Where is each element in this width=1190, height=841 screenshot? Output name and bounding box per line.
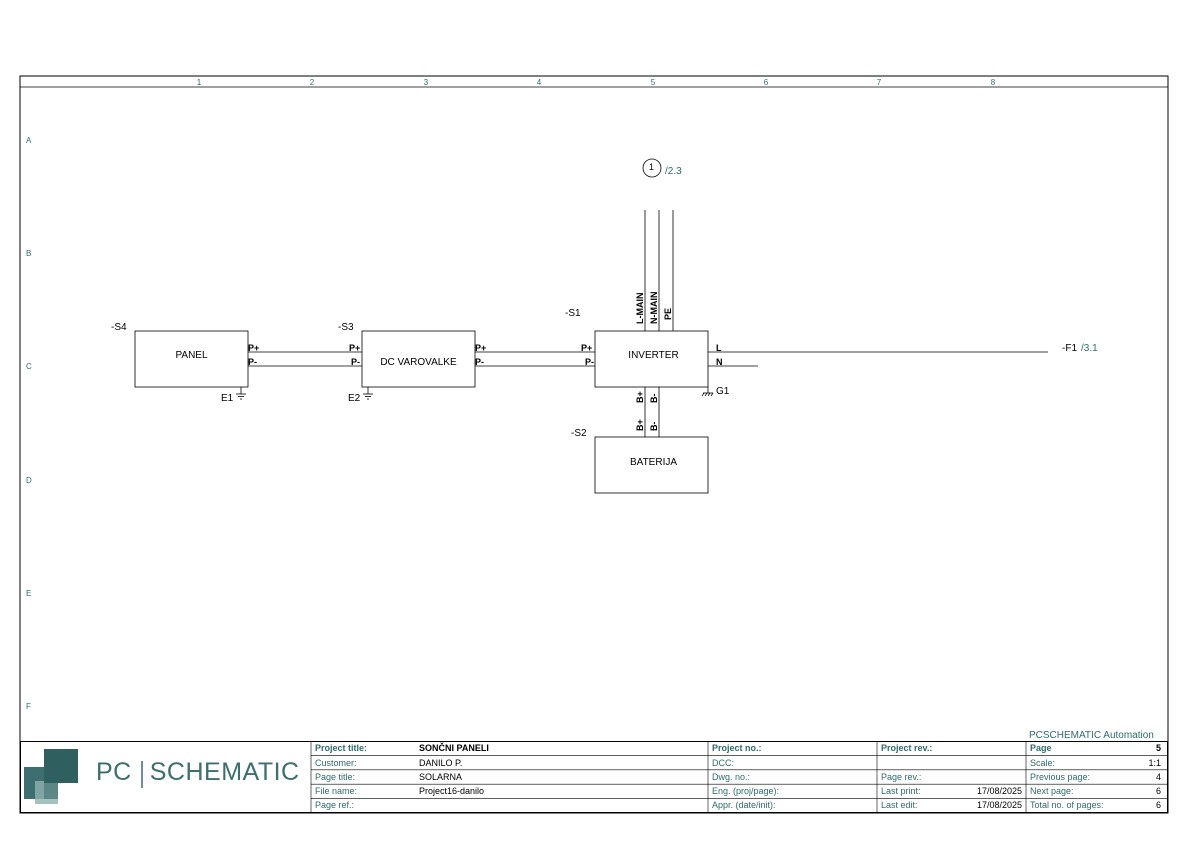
column-number: 6 xyxy=(763,78,769,87)
dwg-no-key: Dwg. no.: xyxy=(712,772,751,782)
column-number: 7 xyxy=(876,78,882,87)
sheet-frame xyxy=(19,75,1169,814)
dc-pin-out-minus: P- xyxy=(475,357,484,367)
ground-symbol-g1 xyxy=(701,387,714,397)
title-block xyxy=(20,741,1168,813)
page-key: Page xyxy=(1030,743,1052,753)
inverter-pin-l-main: L-MAIN xyxy=(635,292,645,325)
inverter-pin-b-minus: B- xyxy=(649,393,659,404)
pc-schematic-logo: PC SCHEMATIC xyxy=(96,760,300,785)
next-page-value[interactable]: 6 xyxy=(1155,786,1161,796)
inverter-pin-b-plus: B+ xyxy=(635,391,645,403)
next-page-key: Next page: xyxy=(1030,786,1074,796)
panel-pin-plus: P+ xyxy=(248,343,260,353)
dc-ref: -S3 xyxy=(338,322,354,333)
row-letter: E xyxy=(26,589,32,598)
inverter-pin-n-main: N-MAIN xyxy=(649,291,659,325)
previous-page-value[interactable]: 4 xyxy=(1155,772,1161,782)
file-name-value: Project16-danilo xyxy=(419,786,485,796)
customer-key: Customer: xyxy=(315,758,357,768)
scale-key: Scale: xyxy=(1030,758,1056,768)
terminal-circle xyxy=(642,158,662,178)
column-number: 1 xyxy=(196,78,202,87)
inverter-pin-l: L xyxy=(716,343,722,353)
column-number: 3 xyxy=(423,78,429,87)
inverter-ref: -S1 xyxy=(565,308,581,319)
panel-ground-label: E1 xyxy=(221,393,234,404)
column-number: 5 xyxy=(650,78,656,87)
breaker-xref[interactable]: /3.1 xyxy=(1081,343,1098,354)
ground-symbol-e1 xyxy=(236,387,246,400)
inverter-pin-n: N xyxy=(716,357,723,367)
project-rev-key: Project rev.: xyxy=(881,743,933,753)
total-pages-key: Total no. of pages: xyxy=(1030,800,1104,810)
column-number: 4 xyxy=(536,78,542,87)
row-letter: A xyxy=(26,136,32,145)
page-title-key: Page title: xyxy=(315,772,356,782)
baterija-box xyxy=(594,436,709,494)
page-rev-key: Page rev.: xyxy=(881,772,922,782)
last-print-key: Last print: xyxy=(881,786,921,796)
row-letter: F xyxy=(26,702,31,711)
pc-schematic-logo-mark xyxy=(24,749,78,804)
breaker-ref: -F1 xyxy=(1062,343,1077,354)
project-title-value: SONČNI PANELI xyxy=(419,743,489,753)
panel-box xyxy=(134,330,249,388)
inverter-label: INVERTER xyxy=(628,350,679,361)
page-title-value: SOLARNA xyxy=(419,772,463,782)
battery-ref: -S2 xyxy=(571,428,587,439)
dc-pin-out-plus: P+ xyxy=(475,343,487,353)
dc-varovalke-box xyxy=(361,330,476,388)
appr-key: Appr. (date/init): xyxy=(712,800,776,810)
customer-value: DANILO P. xyxy=(419,758,463,768)
inverter-pin-pe: PE xyxy=(663,307,673,320)
last-edit-value: 17/08/2025 xyxy=(976,800,1022,810)
last-edit-key: Last edit: xyxy=(881,800,918,810)
battery-label: BATERIJA xyxy=(629,457,678,468)
panel-label: PANEL xyxy=(175,350,208,361)
row-letter: C xyxy=(26,362,32,371)
dc-label: DC VAROVALKE xyxy=(380,357,457,368)
terminal-number: 1 xyxy=(649,162,655,172)
dcc-key: DCC: xyxy=(712,758,734,768)
row-letter: B xyxy=(26,249,32,258)
inverter-box xyxy=(594,330,709,388)
page-value: 5 xyxy=(1155,743,1161,753)
dc-pin-in-minus: P- xyxy=(351,357,360,367)
inverter-pin-in-plus: P+ xyxy=(581,343,593,353)
logo-schematic: SCHEMATIC xyxy=(149,758,300,786)
battery-pin-b-minus: B- xyxy=(649,421,659,432)
previous-page-key: Previous page: xyxy=(1030,772,1091,782)
terminal-xref[interactable]: /2.3 xyxy=(665,166,682,177)
dc-pin-in-plus: P+ xyxy=(349,343,361,353)
inverter-ground-label: G1 xyxy=(716,386,730,397)
battery-pin-b-plus: B+ xyxy=(635,419,645,431)
last-print-value: 17/08/2025 xyxy=(976,786,1022,796)
eng-key: Eng. (proj/page): xyxy=(712,786,780,796)
column-number: 8 xyxy=(990,78,996,87)
page-ref-key: Page ref.: xyxy=(315,800,355,810)
scale-value: 1:1 xyxy=(1148,758,1161,768)
column-number: 2 xyxy=(309,78,315,87)
inverter-pin-in-minus: P- xyxy=(585,357,594,367)
title-block-grid xyxy=(310,741,1168,813)
project-title-key: Project title: xyxy=(315,743,368,753)
panel-ref: -S4 xyxy=(111,322,127,333)
automation-label: PCSCHEMATIC Automation xyxy=(1029,730,1154,741)
logo-pc: PC xyxy=(96,758,132,786)
project-no-key: Project no.: xyxy=(712,743,762,753)
dc-ground-label: E2 xyxy=(348,393,361,404)
row-letter: D xyxy=(26,476,32,485)
file-name-key: File name: xyxy=(315,786,358,796)
panel-pin-minus: P- xyxy=(248,357,257,367)
total-pages-value: 6 xyxy=(1155,800,1161,810)
ground-symbol-e2 xyxy=(363,387,373,400)
